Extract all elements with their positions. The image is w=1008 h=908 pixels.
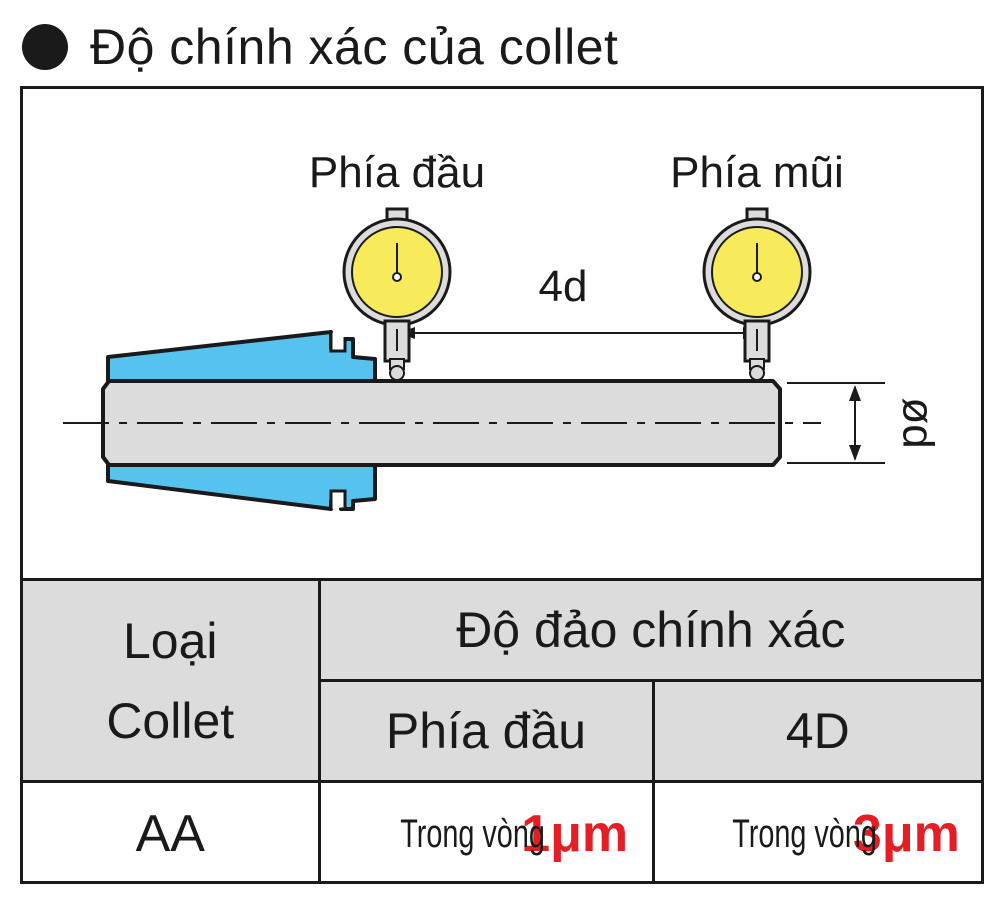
type-header: Loại Collet — [23, 578, 321, 783]
collet-slot-bottom — [329, 489, 347, 509]
d4-value-cell: Trong vòng 3μm — [651, 780, 981, 881]
accuracy-table: Loại Collet Độ đảo chính xác Phía đầu 4D… — [23, 578, 981, 881]
type-cell-aa: AA — [23, 780, 321, 881]
page-title: Độ chính xác của collet — [90, 19, 619, 75]
type-header-text: Loại Collet — [106, 612, 235, 749]
collet-slot-top — [329, 332, 347, 353]
dial-gauge-right-icon — [702, 207, 812, 381]
head-prefix: Trong vòng — [400, 811, 545, 856]
d4-prefix: Trong vòng — [731, 811, 877, 856]
head-value-cell: Trong vòng 1μm — [317, 780, 655, 881]
title-row: Độ chính xác của collet — [22, 12, 618, 82]
dim-arrow-bottom — [849, 445, 861, 461]
runout-diagram: ød 4d Phía đầu — [63, 148, 942, 511]
col-head-header: Phía đầu — [317, 679, 655, 783]
bullet-icon — [22, 24, 68, 70]
figure-frame: ød 4d Phía đầu — [20, 86, 984, 884]
dim-arrow-top — [849, 385, 861, 401]
d4-value: 3μm — [852, 805, 960, 864]
head-value: 1μm — [521, 805, 629, 864]
accuracy-header: Độ đảo chính xác — [317, 578, 981, 682]
distance-label: 4d — [539, 262, 588, 311]
diameter-label: ød — [893, 397, 942, 448]
gauge-right-label: Phía mũi — [670, 148, 844, 197]
col-4d-header: 4D — [651, 679, 981, 783]
gauge-left-label: Phía đầu — [309, 148, 485, 197]
dial-gauge-left-icon — [342, 207, 452, 381]
